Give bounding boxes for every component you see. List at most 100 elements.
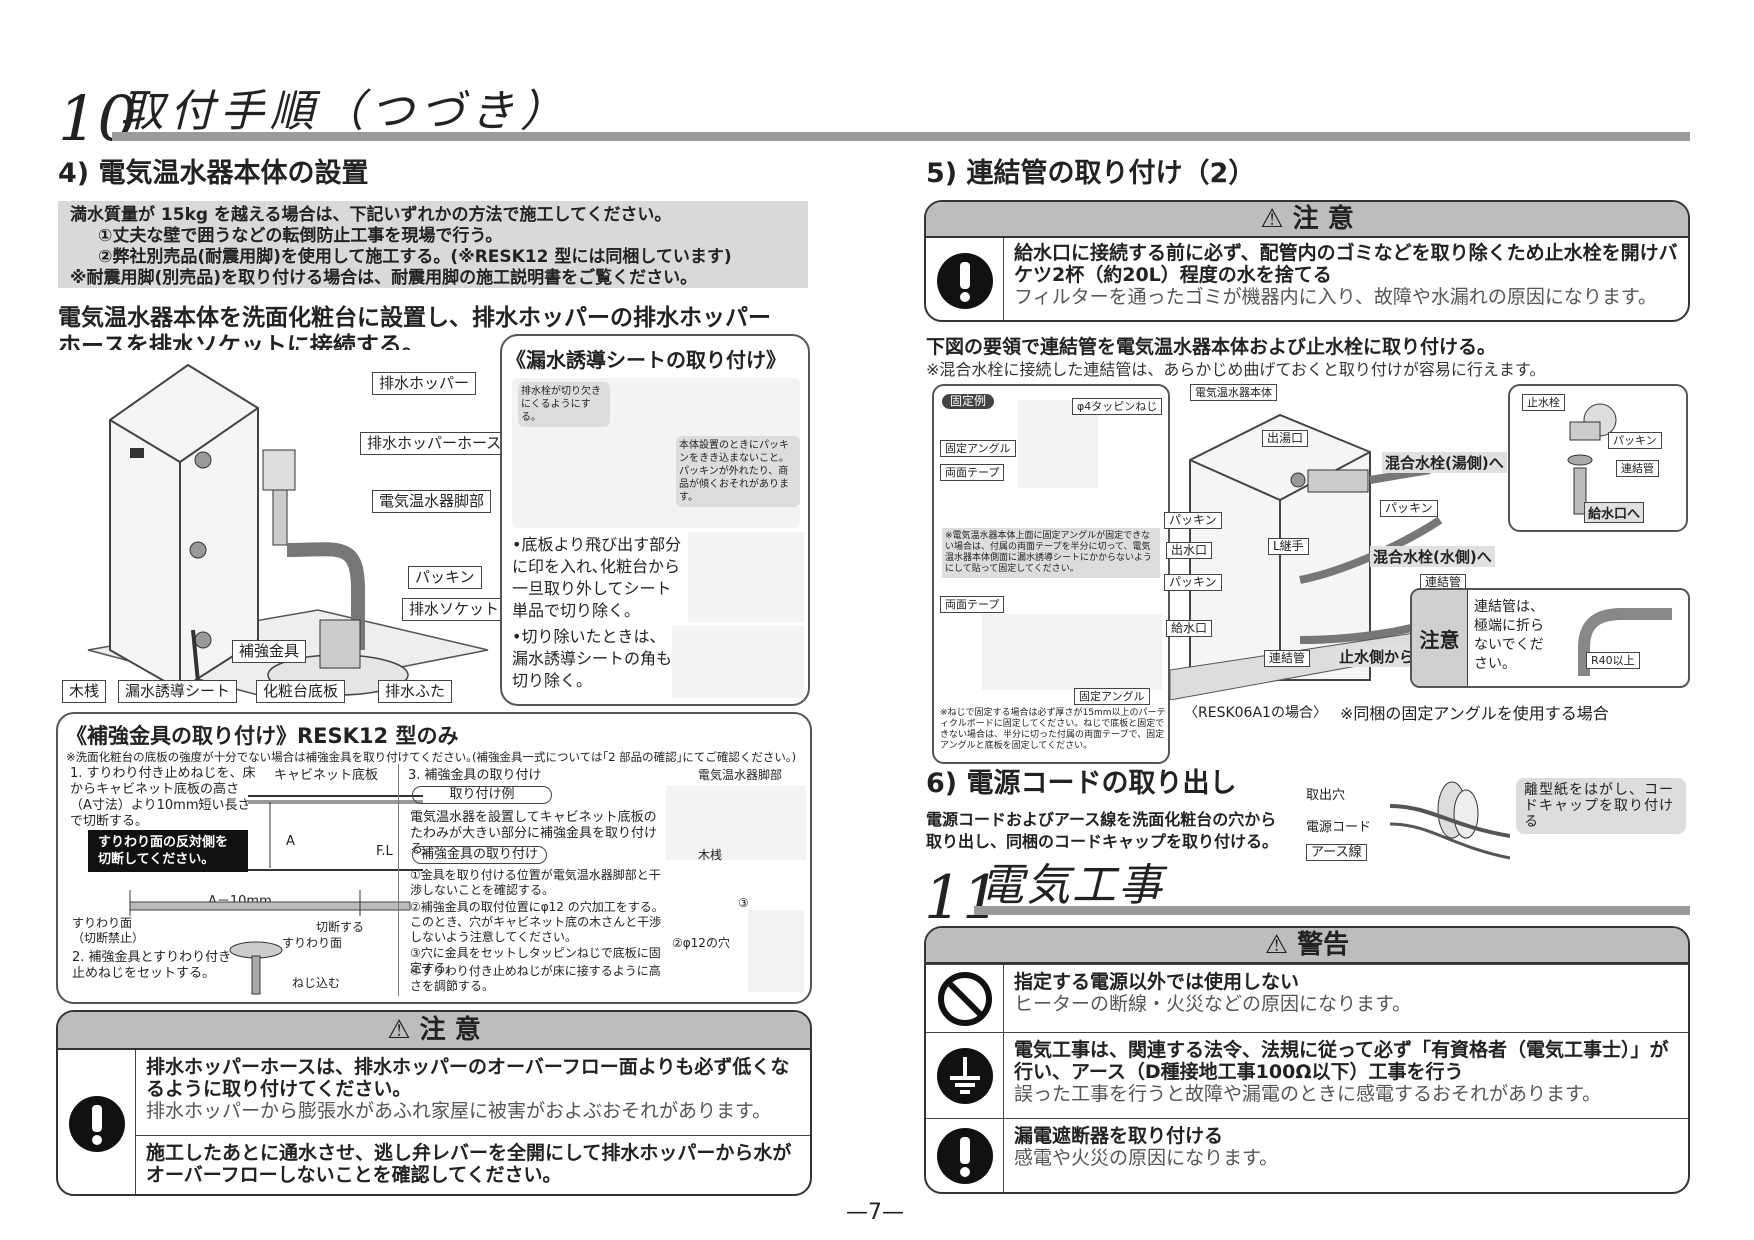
fixing-footnote: ※ねじで固定する場合は必ず厚さが15mm以上のパーティクルボードに固定してくださ… — [940, 708, 1166, 751]
caution-header: ⚠ 注 意 — [58, 1012, 810, 1050]
label-packing-2: パッキン — [1380, 500, 1438, 517]
weight-note-line4: ※耐震用脚(別売品)を取り付ける場合は、耐震用脚の施工説明書をご覧ください。 — [70, 268, 698, 288]
caption-resk06a1: 〈RESK06A1の場合〉 — [1184, 705, 1327, 721]
warning-row-1-note: ヒーターの断線・火災などの原因になります。 — [1014, 993, 1412, 1015]
label-double-tape-2: 両面テープ — [940, 596, 1005, 613]
label-12mm-hole: ②φ12の穴 — [672, 936, 730, 950]
warning-row-2: 電気工事は、関連する法令、法規に従って必ず「有資格者（電気工事士）」が行い、アー… — [926, 1032, 1688, 1118]
weight-note-line3: ②弊社別売品(耐震用脚)を使用して施工する。(※RESK12 型には同梱していま… — [98, 247, 732, 267]
section-11-rule — [974, 906, 1690, 915]
warning-row-3-icon-cell — [926, 1119, 1004, 1192]
bracket-box: 《補強金具の取り付け》RESK12 型のみ ※洗面化粧台の底板の強度が十分でない… — [56, 712, 812, 1004]
fixing-angle-illustration-2 — [982, 614, 1162, 690]
caution-flush-icon-cell — [926, 238, 1004, 320]
section-10-rule — [112, 132, 1690, 141]
warning-row-1-icon-cell — [926, 965, 1004, 1032]
bracket-instruction-2: ②補強金具の取付位置にφ12 の穴加工をする。このとき、穴がキャビネット底の木さ… — [410, 900, 664, 944]
ground-icon — [936, 1047, 993, 1104]
step-4-heading: 4) 電気温水器本体の設置 — [58, 158, 369, 189]
label-to-inlet: 給水口へ — [1584, 502, 1645, 523]
label-slot-face: すりわり面 — [282, 936, 343, 950]
caution-icon-cell — [58, 1050, 136, 1194]
label-fixing-angle: 固定アングル — [940, 440, 1016, 457]
warning-row-1-bold: 指定する電源以外では使用しない — [1014, 971, 1300, 993]
label-water-inlet: 給水口 — [1166, 620, 1213, 637]
tag-install-example: 取り付け例 — [412, 786, 552, 804]
label-reinforcement-bracket: 補強金具 — [232, 640, 307, 663]
bracket-hole-illustration — [748, 910, 804, 992]
warning-header: ⚠ 警告 — [926, 928, 1688, 964]
warning-row-2-bold: 電気工事は、関連する法令、法規に従って必ず「有資格者（電気工事士）」が行い、アー… — [1014, 1039, 1669, 1083]
warning-box-electrical: ⚠ 警告 指定する電源以外では使用しない ヒーターの断線・火災などの原因になりま… — [924, 926, 1690, 1194]
warning-row-2-icon-cell — [926, 1033, 1004, 1118]
label-drain-cap: 排水ふた — [378, 680, 453, 703]
warning-row-3-bold: 漏電遮断器を取り付ける — [1014, 1125, 1224, 1147]
warning-row-1: 指定する電源以外では使用しない ヒーターの断線・火災などの原因になります。 — [926, 964, 1688, 1032]
leak-sheet-box: 《漏水誘導シートの取り付け》 排水栓が切り欠きにくるようにする。 本体設置のとき… — [500, 334, 810, 706]
label-tapping-screw: φ4タッピンねじ — [1072, 398, 1163, 415]
label-heater-body: 電気温水器本体 — [1190, 384, 1277, 401]
heater-installation-illustration — [58, 350, 498, 705]
page-number: —7— — [846, 1200, 904, 1225]
caption-angle-usage: ※同梱の固定アングルを使用する場合 — [1340, 704, 1609, 723]
release-paper-callout: 離型紙をはがし、コードキャップを取り付ける — [1516, 778, 1686, 834]
pipe-bend-note-text: 連結管は、極端に折らないでください。 — [1474, 599, 1544, 672]
label-cut-here: 切断する — [316, 920, 365, 934]
label-mixer-cold: 混合水栓(水側)へ — [1370, 546, 1495, 567]
exclamation-icon — [68, 1096, 125, 1152]
label-connecting-pipe-2: 連結管 — [1264, 650, 1311, 667]
bracket-instruction-4: ④すりわり付き止めねじが床に接するように高さを調節する。 — [410, 964, 661, 993]
weight-note-box: 満水質量が 15kg を越える場合は、下記いずれかの方法で施工してください。 ①… — [58, 201, 808, 288]
step-4-instruction-line1: 電気温水器本体を洗面化粧台に設置し、排水ホッパーの排水ホッパー — [58, 305, 771, 331]
bracket-step3: 3. 補強金具の取り付け — [408, 768, 542, 783]
bracket-instruction-1: ①金具を取り付ける位置が電気温水器脚部と干渉しないことを確認する。 — [410, 868, 661, 897]
pipe-bend-note-tag: 注意 — [1412, 590, 1468, 686]
section-10-title: 取付手順（つづき） — [120, 86, 570, 137]
label-fixing-angle-2: 固定アングル — [1074, 688, 1150, 705]
weight-note-line1: 満水質量が 15kg を越える場合は、下記いずれかの方法で施工してください。 — [70, 205, 672, 225]
pipe-bend-note: 注意 連結管は、極端に折らないでください。 R40以上 — [1410, 588, 1690, 688]
label-wood-beam-small: 木桟 — [698, 848, 723, 862]
caution-flush-label: 注 意 — [1292, 204, 1354, 234]
label-cabinet-bottom: キャビネット底板 — [274, 768, 379, 783]
label-valve-packing: パッキン — [1608, 432, 1662, 449]
warning-row-2-text: 電気工事は、関連する法令、法規に従って必ず「有資格者（電気工事士）」が行い、アー… — [1004, 1033, 1688, 1118]
pipe-bend-illustration — [1578, 608, 1672, 676]
step-6-text-line1: 電源コードおよびアース線を洗面化粧台の穴から — [926, 810, 1277, 829]
caution-flush-bold: 給水口に接続する前に必ず、配管内のゴミなどを取り除くため止水栓を開けバケツ2杯（… — [1014, 242, 1678, 286]
warning-triangle-icon: ⚠ — [1264, 930, 1289, 960]
label-packing-3: パッキン — [1164, 574, 1222, 591]
caution-row-1: 排水ホッパーホースは、排水ホッパーのオーバーフロー面よりも必ず低くなるように取り… — [136, 1050, 810, 1136]
bracket-divider — [398, 764, 399, 996]
exclamation-icon — [936, 253, 993, 309]
label-heater-leg-small: 電気温水器脚部 — [698, 768, 783, 782]
warning-row-2-note: 誤った工事を行うと故障や漏電のときに感電するおそれがあります。 — [1014, 1083, 1602, 1105]
label-power-cord: 電源コード — [1306, 820, 1372, 835]
label-leak-sheet: 漏水誘導シート — [118, 680, 238, 703]
label-hopper-hose: 排水ホッパーホース — [360, 432, 509, 455]
leak-sheet-illustration-side — [688, 532, 804, 622]
fixing-note: ※電気温水器本体上面に固定アングルが固定できない場合は、付属の両面テープを半分に… — [942, 528, 1160, 578]
warning-triangle-icon: ⚠ — [1260, 204, 1284, 234]
caution-row-2: 施工したあとに通水させ、逃し弁レバーを全開にして排水ホッパーから水がオーバーフロ… — [136, 1136, 810, 1192]
caution-row-1-bold: 排水ホッパーホースは、排水ホッパーのオーバーフロー面よりも必ず低くなるように取り… — [146, 1056, 790, 1100]
bracket-dimension-diagram — [248, 795, 423, 871]
bracket-step2: 2. 補強金具とすりわり付き止めねじをセットする。 — [72, 950, 232, 981]
bracket-title: 《補強金具の取り付け》RESK12 型のみ — [66, 724, 459, 748]
step-6-heading: 6) 電源コードの取り出し — [926, 768, 1237, 799]
label-cut-opposite: すりわり面の反対側を切断してください。 — [88, 830, 248, 872]
label-heater-leg: 電気温水器脚部 — [372, 490, 492, 513]
warning-row-3-note: 感電や火災の原因になります。 — [1014, 1147, 1279, 1169]
cord-cap-illustration — [1390, 781, 1510, 860]
stop-valve-illustration — [1567, 403, 1617, 515]
leak-sheet-bullet2: •切り除いたときは、漏水誘導シートの角も切り除く。 — [512, 627, 673, 690]
warning-row-3-text: 漏電遮断器を取り付ける 感電や火災の原因になります。 — [1004, 1119, 1288, 1192]
label-packing-1: パッキン — [1164, 512, 1222, 529]
step-5-heading: 5) 連結管の取り付け（2） — [926, 158, 1256, 189]
bracket-instruction-3: ③穴に金具をセットしタッピンねじで底板に固定する。 — [410, 946, 661, 975]
weight-note-line2: ①丈夫な壁で囲うなどの転倒防止工事を現場で行う。 — [98, 226, 503, 246]
leak-sheet-title: 《漏水誘導シートの取り付け》 — [506, 348, 786, 372]
caution-header-label: 注 意 — [419, 1015, 481, 1045]
label-from-stop-valve: 止水側から — [1336, 646, 1418, 667]
bracket-step1: 1. すりわり付き止めねじを、床からキャビネット底板の高さ（A寸法）より10mm… — [70, 766, 256, 829]
